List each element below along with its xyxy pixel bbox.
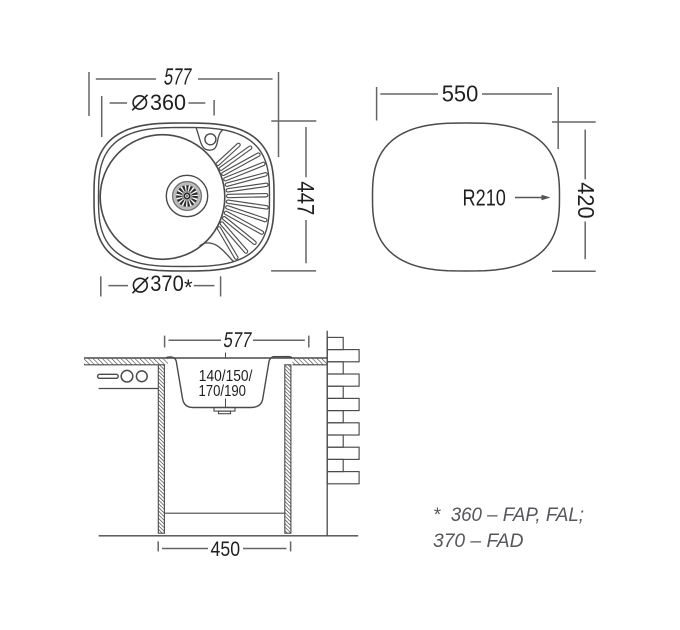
svg-text:* 360 – FAP, FAL;: * 360 – FAP, FAL; (433, 504, 584, 526)
svg-text:447: 447 (292, 181, 319, 215)
svg-text:450: 450 (211, 538, 241, 561)
svg-text:370 – FAD: 370 – FAD (433, 530, 524, 552)
svg-text:170/190: 170/190 (199, 383, 247, 400)
svg-text:*: * (184, 275, 193, 300)
svg-text:360: 360 (150, 90, 186, 115)
svg-text:550: 550 (442, 80, 479, 106)
svg-text:370: 370 (150, 271, 184, 296)
svg-text:420: 420 (573, 182, 599, 218)
svg-text:577: 577 (162, 65, 193, 91)
svg-text:140/150/: 140/150/ (199, 368, 253, 385)
svg-text:R210: R210 (463, 184, 506, 210)
svg-text:577: 577 (222, 327, 253, 352)
